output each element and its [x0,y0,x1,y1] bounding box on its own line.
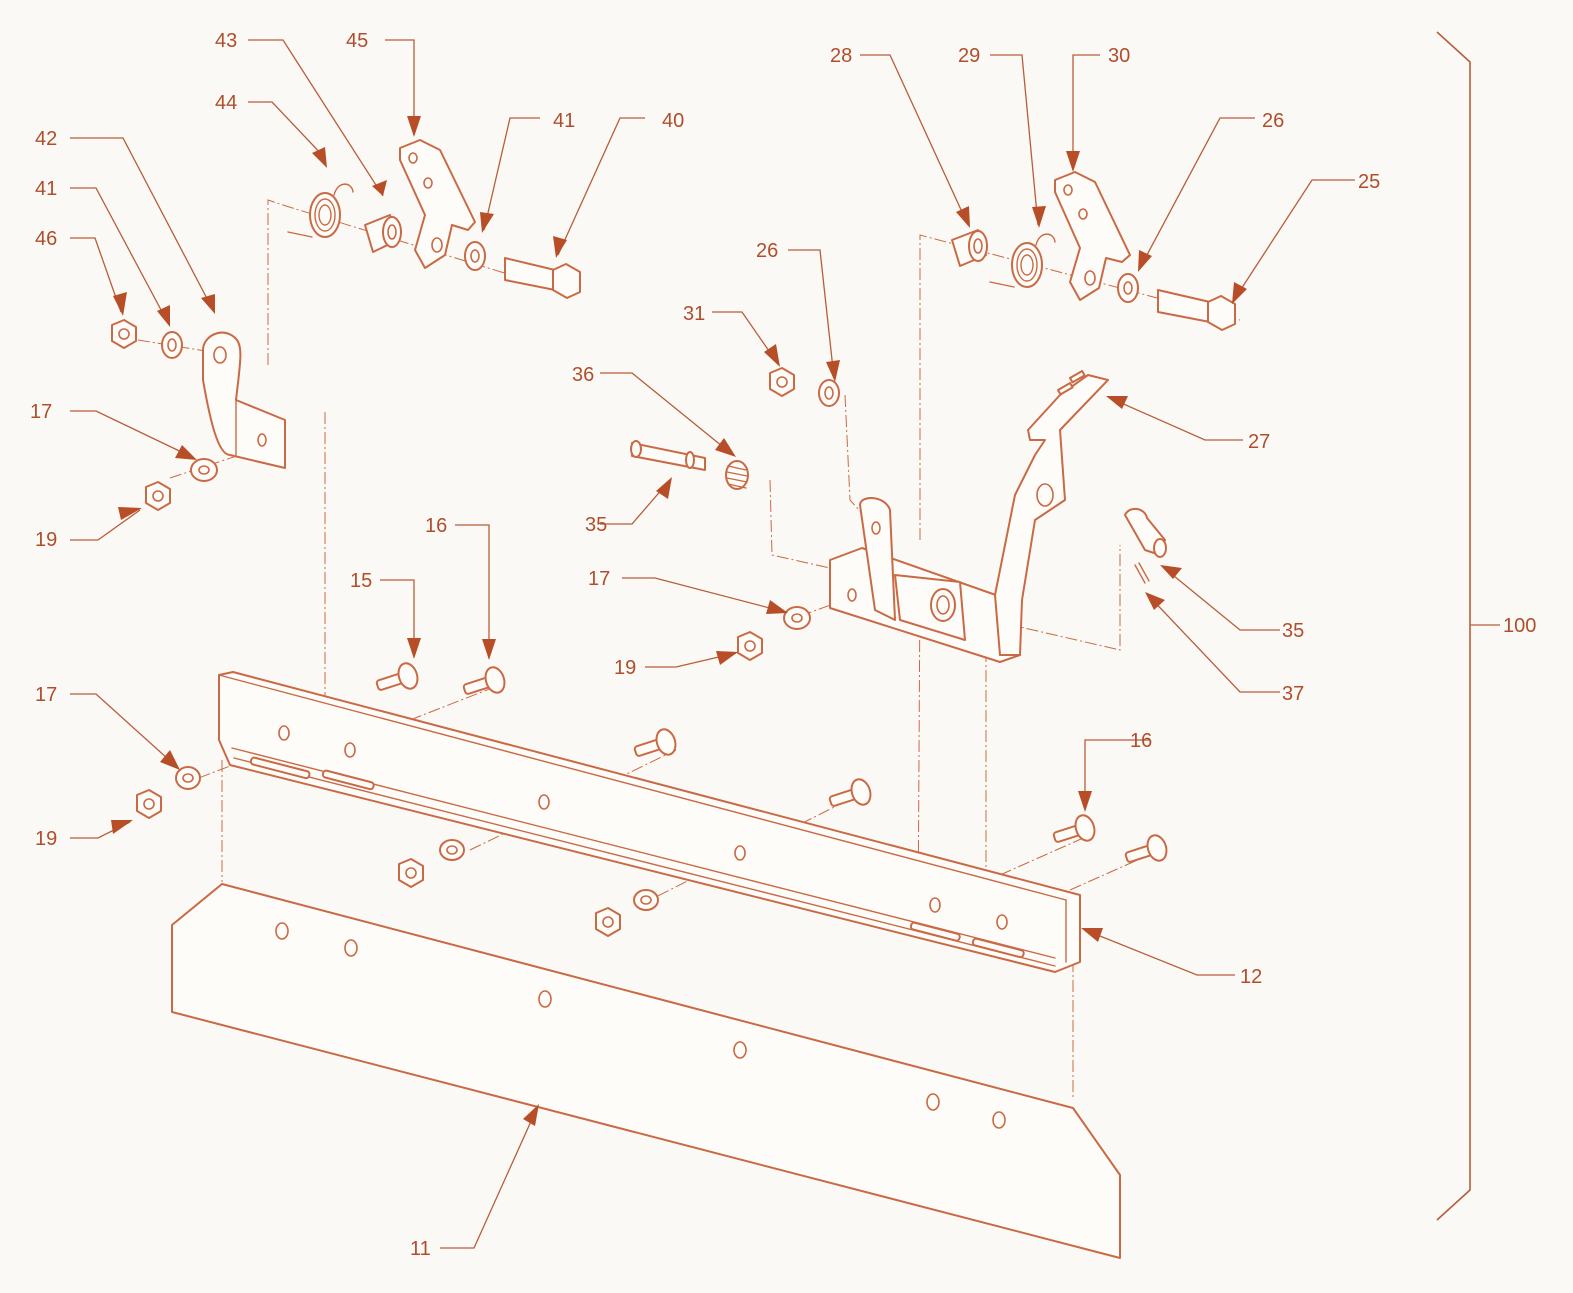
assembly-bracket-100 [1436,31,1471,1221]
callout-27: 27 [1248,431,1270,453]
callout-100: 100 [1503,615,1536,637]
callout-17: 17 [35,684,57,706]
callout-labels: 43 45 44 41 40 42 41 46 17 19 17 19 15 1… [30,30,1536,1260]
callout-17: 17 [588,568,610,590]
arrowheads [111,116,1247,1126]
callout-35: 35 [1282,620,1304,642]
callout-16: 16 [425,515,447,537]
callout-26: 26 [756,240,778,262]
callout-46: 46 [35,228,57,250]
callout-35: 35 [585,514,607,536]
callout-41: 41 [35,178,57,200]
callout-17: 17 [30,401,52,423]
callout-30: 30 [1108,45,1130,67]
callout-28: 28 [830,45,852,67]
callout-41: 41 [553,110,575,132]
callout-19: 19 [35,529,57,551]
nuts-and-washers [111,319,840,937]
rail-bolts [375,662,1168,863]
callout-16: 16 [1130,730,1152,752]
center-assembly [630,370,1167,663]
callout-19: 19 [614,657,636,679]
callout-29: 29 [958,45,980,67]
part-12-rail [218,671,1081,973]
callout-31: 31 [683,303,705,325]
callout-11: 11 [410,1238,431,1260]
callout-43: 43 [215,30,237,52]
callout-37: 37 [1282,683,1304,705]
right-upper-assembly [951,171,1236,331]
callout-40: 40 [662,110,684,132]
leader-lines [70,39,1355,1249]
callout-44: 44 [215,92,237,114]
callout-19: 19 [35,828,57,850]
left-upper-assembly [287,139,581,299]
callout-42: 42 [35,128,57,150]
part-11-base-plate [171,883,1121,1259]
part-42-left-bracket [202,331,286,469]
callout-15: 15 [350,570,372,592]
callout-25: 25 [1358,171,1380,193]
callout-12: 12 [1240,966,1262,988]
callout-36: 36 [572,364,594,386]
callout-45: 45 [346,30,368,52]
callout-26: 26 [1262,110,1284,132]
